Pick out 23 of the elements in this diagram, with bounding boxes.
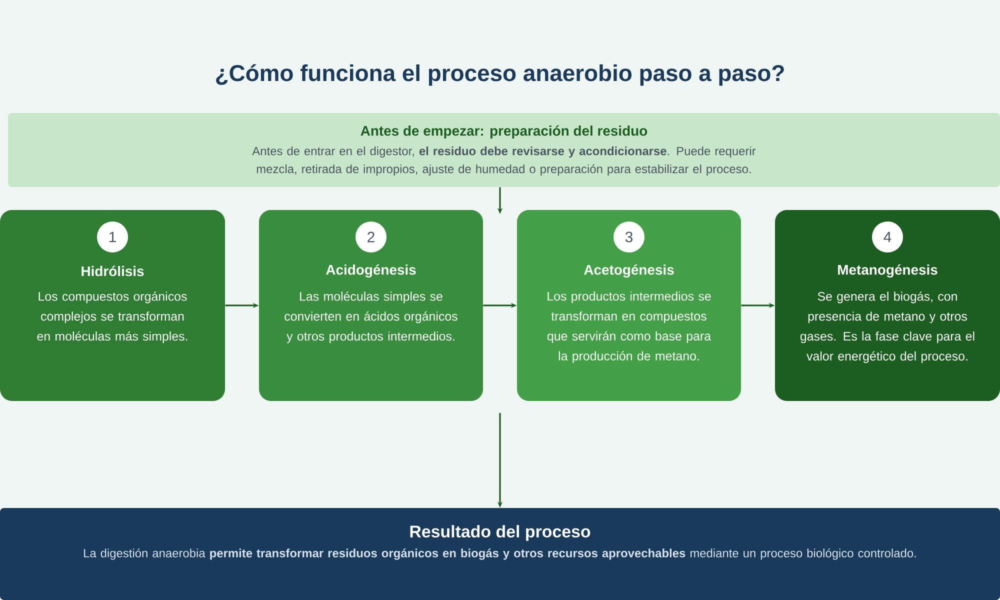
band-heading: Antes de empezar: preparación del residuo [360, 125, 648, 139]
number-badge: 4 [872, 221, 903, 252]
band-heading: Resultado del proceso [410, 525, 590, 541]
step-description: Las moléculas simples se convierten en ácidos orgánicos y otros productos intermedios. [284, 292, 458, 344]
step-heading: Acidogénesis [326, 264, 416, 278]
step-heading: Acetogénesis [584, 264, 674, 278]
step-card [775, 210, 1000, 401]
band-text: Antes de entrar en el digestor, el residuo debe revisarse y acondicionarse. Puede requerir mezcla, retirada de impropios, ajuste de humedad o preparación para estabilizar el proceso. [252, 146, 756, 176]
step-card [517, 210, 741, 401]
number-badge: 1 [97, 221, 128, 252]
step-card [259, 210, 483, 401]
info-band [0, 508, 1000, 600]
step-description: Los compuestos orgánicos complejos se transforman en moléculas más simples. [37, 292, 188, 344]
step-heading: Metanogénesis [838, 264, 938, 278]
step-description: Se genera el biogás, con presencia de metano y otros gases. Es la fase clave para el valor energético del proceso. [800, 292, 974, 364]
title: ¿Cómo funciona el proceso anaerobio paso a paso? [216, 64, 784, 86]
step-description: Los productos intermedios se transforman en compuestos que servirán como base para la producción de metano. [548, 292, 711, 363]
number-badge: 3 [614, 221, 644, 252]
band-text: La digestión anaerobia permite transformar residuos orgánicos en biogás y otros recursos aprovechables mediante un proceso biológico controlado. [84, 548, 916, 560]
info-band [8, 112, 1000, 187]
step-card [0, 210, 225, 401]
number-badge: 2 [356, 221, 386, 252]
step-heading: Hidrólisis [82, 266, 144, 276]
